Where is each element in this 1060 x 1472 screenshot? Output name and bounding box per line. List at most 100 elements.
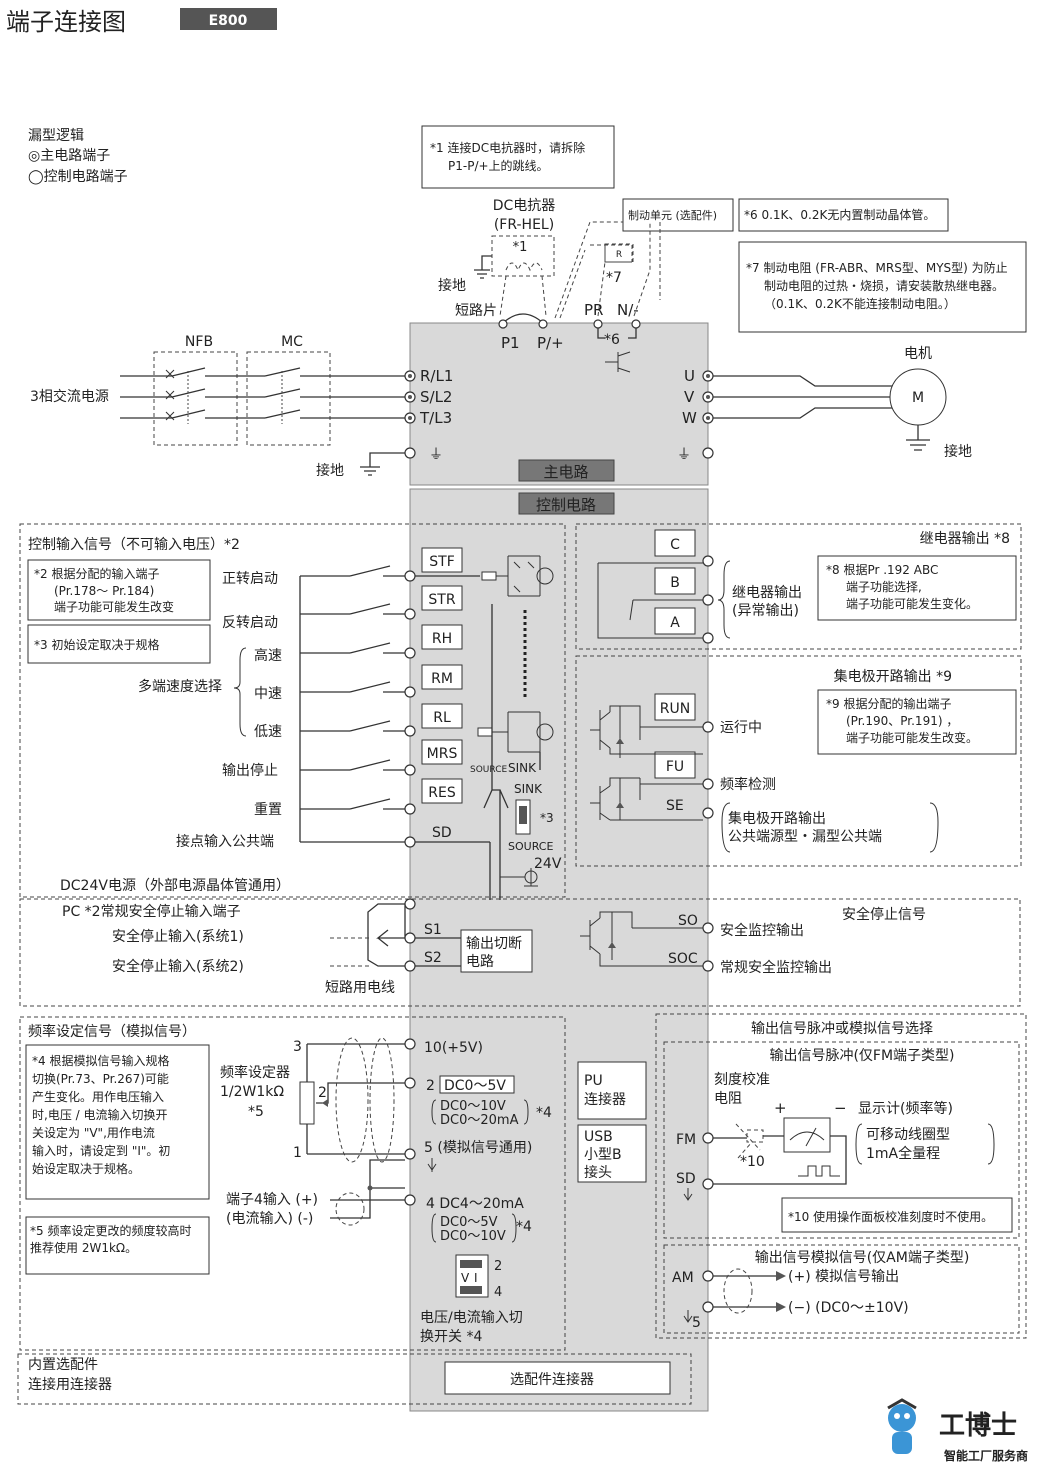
note-6: *6 0.1K、0.2K无内置制动晶体管。 [744, 207, 935, 222]
builtin-label2: 连接用连接器 [28, 1376, 112, 1393]
terminal-n-label: N/- [617, 301, 639, 319]
note-1-line1: *1 连接DC电抗器时，请拆除 [430, 140, 585, 155]
note-7-line2: 制动电阻的过热・烧损，请安装散热继电器。 [764, 278, 1004, 293]
note-6-box [738, 198, 949, 232]
pot-n2: 2 [318, 1085, 327, 1101]
terminal-so [702, 922, 714, 934]
terminal-pplus [538, 319, 548, 329]
brake-unit-box [622, 198, 734, 232]
note-8-line3: 端子功能可能发生变化。 [846, 596, 978, 611]
meter-minus: − [834, 1099, 847, 1117]
terminal-4 [404, 1194, 416, 1206]
dc-reactor-model: (FR-HEL) [494, 217, 554, 233]
terminal-se [702, 807, 714, 819]
note-7-box [738, 241, 1027, 333]
str-box [421, 585, 463, 611]
star4-b: *4 [516, 1219, 532, 1235]
short-wire-label: 短路用电线 [325, 980, 395, 996]
rh-label: RH [432, 631, 452, 647]
terminal-str [404, 608, 416, 620]
relay-a-box [654, 607, 696, 635]
ground-symbol-reactor [474, 269, 490, 279]
v24-label: 24V [534, 856, 562, 872]
note-4-line4: 时,电压 / 电流输入切换开 [32, 1107, 168, 1122]
note-1-line2: P1-P/+上的跳线。 [448, 158, 549, 173]
t4-in-label1: 端子4输入 (+) [226, 1192, 318, 1208]
terminal-soc [702, 960, 714, 972]
star-7: *7 [606, 270, 622, 286]
note-8-line2: 端子功能选择, [846, 580, 922, 594]
str-label: STR [428, 592, 455, 608]
terminal-am [702, 1270, 714, 1282]
terminal-rm [404, 686, 416, 698]
page-title: 端子连接图 [6, 8, 126, 36]
label-reset: 重置 [254, 802, 282, 818]
option-connector-box [444, 1361, 671, 1395]
mc-box [246, 351, 331, 446]
run-box [654, 693, 696, 721]
note-7-line3: （0.1K、0.2K不能连接制动电阻。） [764, 296, 956, 311]
model-badge-label: E800 [209, 13, 248, 29]
terminal-2 [404, 1077, 416, 1089]
label-high: 高速 [254, 647, 282, 664]
nfb-box [153, 351, 238, 446]
t4-in-label2: (电流输入) (-) [226, 1211, 313, 1227]
dc24-label: DC24V电源（外部电源晶体管通用） [60, 878, 290, 894]
ground-label-reactor: 接地 [438, 277, 466, 294]
analog-output-frame [663, 1244, 1020, 1334]
terminal-t-l3-label: T/L3 [419, 409, 452, 427]
analog-output-title: 输出信号模拟信号(仅AM端子类型) [755, 1250, 970, 1266]
note-8-line1: *8 根据Pr .192 ABC [826, 563, 938, 577]
dc020-label: DC0～20mA [440, 1113, 519, 1128]
note-5-line1: *5 频率设定更改的频度较高时 [30, 1223, 191, 1238]
brake-resistor-r [604, 243, 634, 263]
terminal-rh [404, 647, 416, 659]
terminal-s1 [404, 932, 416, 944]
calib-label2: 电阻 [714, 1091, 742, 1107]
star4-a: *4 [536, 1105, 552, 1121]
output-5-label: 5 [692, 1315, 701, 1331]
terminal-p1-label: P1 [501, 334, 520, 352]
ground-label-main: 接地 [316, 462, 344, 479]
running-label: 运行中 [720, 720, 762, 736]
mrs-box [421, 739, 463, 765]
note-2-box [27, 559, 211, 621]
terminal-ground-motor [702, 447, 714, 459]
switch-2: 2 [494, 1259, 502, 1274]
safety-in1-label: 安全停止输入(系统1) [112, 928, 244, 945]
pot-label2: 1/2W1kΩ [220, 1084, 284, 1100]
usb-connector-box [577, 1124, 647, 1183]
dc-reactor-label: DC电抗器 [493, 198, 556, 214]
mrs-label: MRS [427, 746, 458, 762]
switch-i: I [474, 1271, 478, 1285]
res-box [421, 778, 463, 804]
note-2-line3: 端子功能可能发生改变 [54, 599, 174, 614]
analog-out-minus: (−) (DC0～±10V) [788, 1300, 909, 1316]
terminal-s-l2-label: S/L2 [420, 388, 452, 406]
safety-pc-label: PC *2常规安全停止输入端子 [62, 903, 241, 920]
label-fwd: 正转启动 [222, 571, 278, 587]
s1-label: S1 [424, 922, 442, 938]
so-label: SO [678, 913, 698, 929]
main-circuit-title: 主电路 [543, 463, 588, 481]
note-2-line1: *2 根据分配的输入端子 [34, 566, 159, 581]
legend-title: 漏型逻辑 [28, 128, 84, 144]
pot-n1: 1 [293, 1145, 302, 1161]
relay-b: B [670, 575, 680, 591]
open-collector-frame [575, 655, 1022, 867]
stf-box [421, 547, 463, 573]
terminal-res [404, 803, 416, 815]
pu-label1: PU [584, 1073, 603, 1089]
note-4-box [25, 1044, 210, 1200]
terminal-u-label: U [684, 367, 695, 385]
pulse-output-frame [663, 1041, 1020, 1239]
svg-text:⏚: ⏚ [429, 447, 443, 463]
terminal-2-label: 2 [426, 1078, 435, 1094]
rh-box [421, 624, 463, 650]
safety-title: 安全停止信号 [842, 906, 926, 923]
note-4-line6: 输入时，请设定到 "I"。初 [32, 1143, 170, 1158]
brand-mascot-icon [888, 1404, 916, 1432]
meter-plus: + [774, 1099, 787, 1117]
switch-v: V [461, 1271, 470, 1285]
calib-label1: 刻度校准 [714, 1071, 770, 1088]
